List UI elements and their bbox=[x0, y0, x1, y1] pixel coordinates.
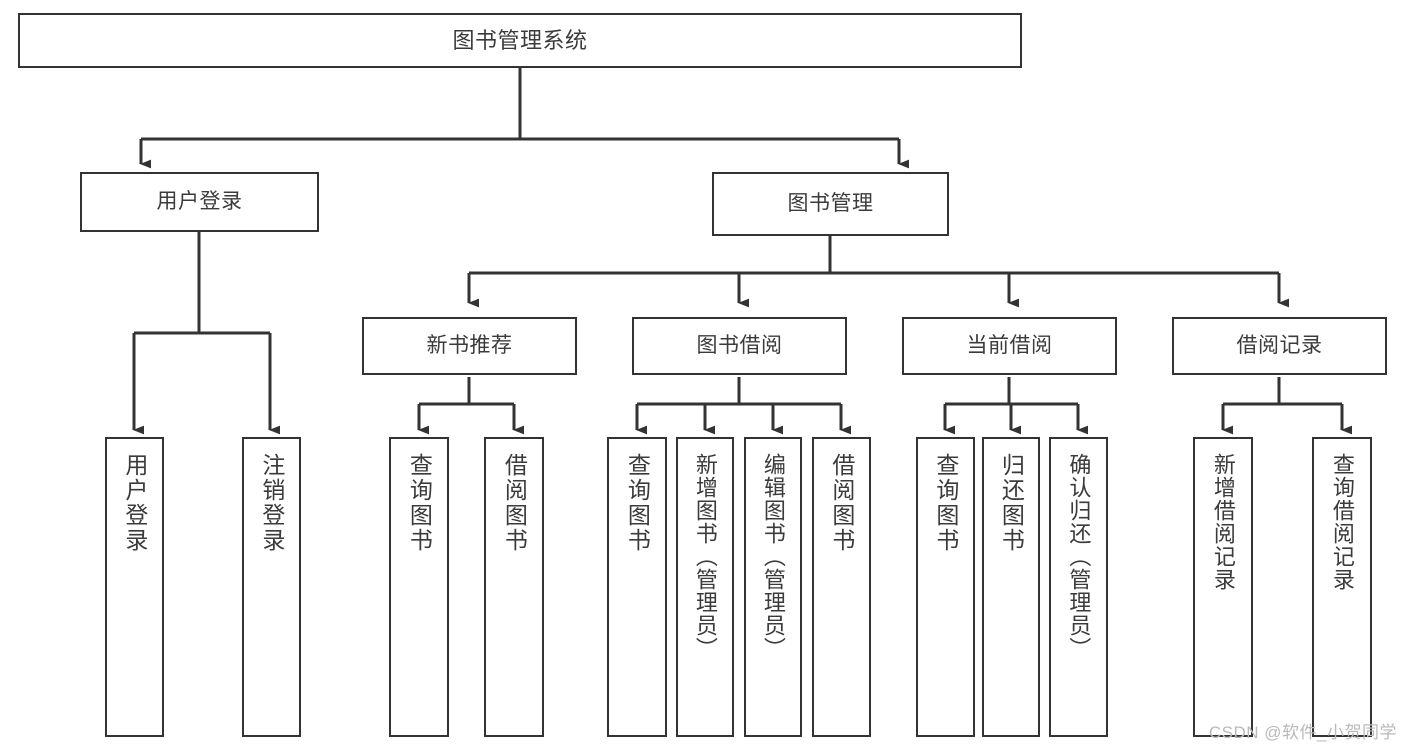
node-label: 用户登录 bbox=[156, 189, 243, 213]
node-current-borrow[interactable]: 当前借阅 bbox=[902, 317, 1117, 375]
leaf-return-book[interactable]: 归还图书 bbox=[982, 437, 1040, 737]
node-user-login[interactable]: 用户登录 bbox=[80, 172, 319, 232]
node-label: 当前借阅 bbox=[966, 333, 1053, 357]
node-label: 编辑图书（管理员） bbox=[760, 453, 786, 660]
node-label: 查询图书 bbox=[406, 453, 433, 553]
node-book-borrow[interactable]: 图书借阅 bbox=[632, 317, 847, 375]
leaf-logout[interactable]: 注销登录 bbox=[242, 437, 301, 737]
leaf-add-record[interactable]: 新增借阅记录 bbox=[1193, 437, 1253, 737]
node-label: 用户登录 bbox=[121, 453, 148, 553]
node-label: 查询图书 bbox=[624, 453, 651, 553]
node-label: 借阅记录 bbox=[1236, 333, 1323, 357]
node-label: 查询借阅记录 bbox=[1329, 453, 1355, 591]
node-label: 归还图书 bbox=[998, 453, 1025, 553]
node-label: 图书管理系统 bbox=[452, 27, 588, 53]
leaf-add-book[interactable]: 新增图书（管理员） bbox=[676, 437, 734, 737]
leaf-edit-book[interactable]: 编辑图书（管理员） bbox=[744, 437, 802, 737]
node-label: 借阅图书 bbox=[501, 453, 528, 553]
watermark: CSDN @软件_小贺同学 bbox=[1208, 723, 1397, 742]
node-label: 图书借阅 bbox=[696, 333, 783, 357]
node-label: 新增图书（管理员） bbox=[692, 453, 718, 660]
leaf-borrow-book-2[interactable]: 借阅图书 bbox=[812, 437, 871, 737]
leaf-confirm-return[interactable]: 确认归还（管理员） bbox=[1049, 437, 1108, 737]
node-new-book-recommend[interactable]: 新书推荐 bbox=[362, 317, 577, 375]
node-book-manage[interactable]: 图书管理 bbox=[712, 172, 949, 236]
leaf-borrow-book-1[interactable]: 借阅图书 bbox=[484, 437, 544, 737]
node-label: 注销登录 bbox=[258, 453, 285, 553]
leaf-query-book-1[interactable]: 查询图书 bbox=[389, 437, 449, 737]
node-label: 新书推荐 bbox=[426, 333, 513, 357]
node-label: 借阅图书 bbox=[828, 453, 855, 553]
node-label: 图书管理 bbox=[787, 191, 874, 215]
node-label: 确认归还（管理员） bbox=[1066, 453, 1092, 660]
node-label: 查询图书 bbox=[932, 453, 959, 553]
leaf-query-book-3[interactable]: 查询图书 bbox=[916, 437, 975, 737]
node-root-system[interactable]: 图书管理系统 bbox=[18, 13, 1022, 68]
leaf-query-record[interactable]: 查询借阅记录 bbox=[1312, 437, 1372, 737]
node-borrow-record[interactable]: 借阅记录 bbox=[1172, 317, 1387, 375]
leaf-query-book-2[interactable]: 查询图书 bbox=[607, 437, 667, 737]
node-label: 新增借阅记录 bbox=[1210, 453, 1236, 591]
leaf-user-login[interactable]: 用户登录 bbox=[105, 437, 164, 737]
